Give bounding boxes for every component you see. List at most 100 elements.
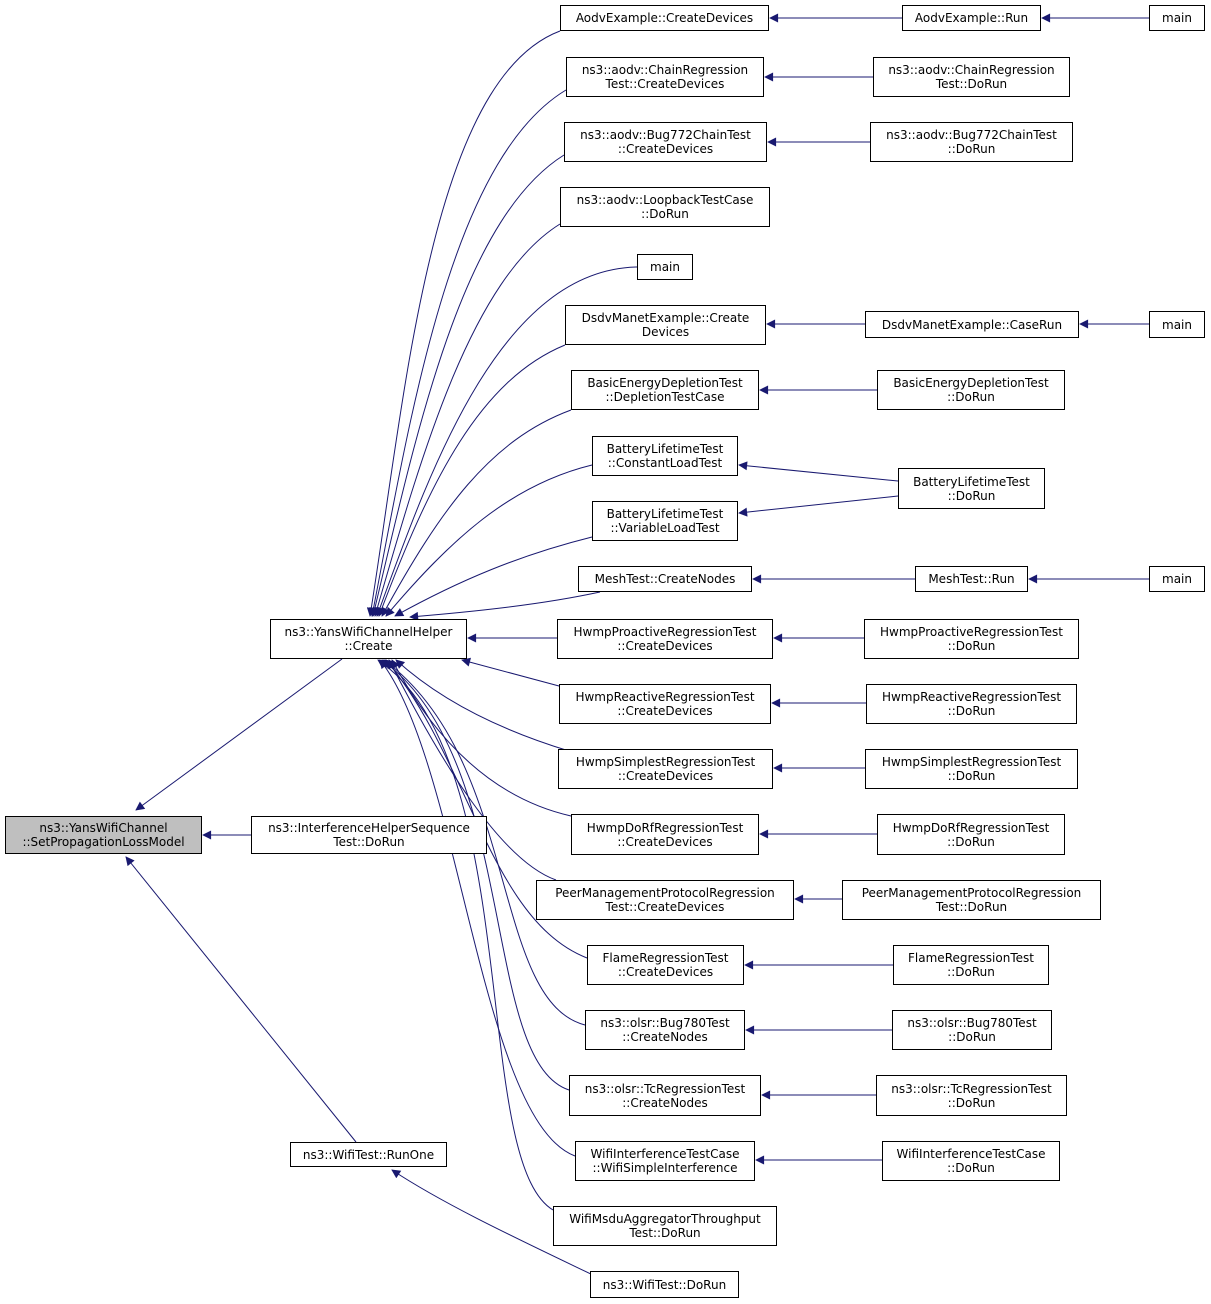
node-label-line: ::CreateDevices [617,769,714,783]
node-label-line: HwmpSimplestRegressionTest [575,755,756,769]
node-aodv-main[interactable]: main [1149,5,1205,31]
node-dsdv-caserun[interactable]: DsdvManetExample::CaseRun [865,311,1079,338]
node-battery-constant[interactable]: BatteryLifetimeTest::ConstantLoadTest [592,436,738,476]
node-label-line: ::DoRun [947,1095,996,1110]
node-label-line: Test::CreateDevices [605,900,725,914]
node-flame-cd[interactable]: FlameRegressionTest::CreateDevices [587,945,744,985]
node-label-line: Test::CreateDevices [605,77,725,91]
node-label-line: Devices [641,325,690,339]
node-hwmp-dorf-cd[interactable]: HwmpDoRfRegressionTest::CreateDevices [571,814,759,855]
edge-battery-dorun-to-constant [738,461,899,482]
node-hwmp-dorf-dr[interactable]: HwmpDoRfRegressionTest::DoRun [877,814,1065,855]
node-mesh-createnodes[interactable]: MeshTest::CreateNodes [578,566,752,592]
node-label-line: FlameRegressionTest [908,951,1034,965]
node-label-line: BatteryLifetimeTest [606,442,724,456]
node-label-line: HwmpReactiveRegressionTest [881,690,1062,704]
edge-helper-to-root [135,658,343,811]
node-label-line: main [1162,572,1192,586]
node-battery-variable[interactable]: BatteryLifetimeTest::VariableLoadTest [592,501,738,541]
node-label-line: HwmpProactiveRegressionTest [880,625,1063,639]
edge-battery-constant-to-helper [385,464,593,617]
node-hwmp-simplest-cd[interactable]: HwmpSimplestRegressionTest::CreateDevice… [558,749,773,789]
node-label-line: Test::DoRun [935,77,1008,91]
node-olsr-tc-cn[interactable]: ns3::olsr::TcRegressionTest::CreateNodes [569,1075,761,1116]
node-hwmp-simplest-dr[interactable]: HwmpSimplestRegressionTest::DoRun [865,749,1078,789]
node-wifitest-dorun[interactable]: ns3::WifiTest::DoRun [590,1271,739,1298]
node-label-line: ns3::olsr::TcRegressionTest [891,1081,1052,1096]
node-label-line: PeerManagementProtocolRegression [861,886,1082,900]
node-olsr-bug780-cn[interactable]: ns3::olsr::Bug780Test::CreateNodes [585,1010,745,1050]
node-wifi-interf-dorun[interactable]: WifiInterferenceTestCase::DoRun [882,1141,1060,1181]
node-label-line: ::DoRun [947,639,996,653]
node-energy-dorun[interactable]: BasicEnergyDepletionTest::DoRun [877,370,1065,410]
node-label-line: ::CreateDevices [617,834,713,849]
edge-bug772-cd-to-helper [370,154,565,617]
node-battery-dorun[interactable]: BatteryLifetimeTest::DoRun [898,468,1045,509]
node-energy-depletion[interactable]: BasicEnergyDepletionTest::DepletionTestC… [571,370,759,410]
node-label-line: HwmpSimplestRegressionTest [881,755,1062,769]
node-bug772-dorun[interactable]: ns3::aodv::Bug772ChainTest::DoRun [870,122,1073,162]
node-label-line: BasicEnergyDepletionTest [587,376,743,390]
node-label-line: ::DoRun [947,390,995,404]
node-label-line: ::CreateDevices [617,639,713,653]
node-label-line: ::DoRun [641,207,689,221]
node-label-line: PeerManagementProtocolRegression [555,886,775,900]
node-olsr-tc-dr[interactable]: ns3::olsr::TcRegressionTest::DoRun [876,1075,1067,1116]
node-mesh-main[interactable]: main [1149,566,1205,592]
node-loopback-dorun[interactable]: ns3::aodv::LoopbackTestCase::DoRun [560,187,770,227]
node-flame-dr[interactable]: FlameRegressionTest::DoRun [893,945,1049,985]
node-hwmp-reactive-cd[interactable]: HwmpReactiveRegressionTest::CreateDevice… [559,684,771,724]
node-bug772-createdevices[interactable]: ns3::aodv::Bug772ChainTest::CreateDevice… [564,122,767,162]
node-wifitest-runone[interactable]: ns3::WifiTest::RunOne [290,1142,447,1167]
edge-energy-to-helper [381,409,572,617]
edge-battery-variable-to-helper [394,536,593,617]
node-label-line: BatteryLifetimeTest [913,474,1030,489]
edge-dsdv-cd-to-helper [377,344,566,617]
node-yans-helper-create[interactable]: ns3::YansWifiChannelHelper::Create [270,619,467,659]
node-label-line: main [1162,317,1192,332]
node-label-line: MeshTest::Run [928,572,1015,586]
node-dsdv-main[interactable]: main [1149,311,1205,338]
node-aodv-run[interactable]: AodvExample::Run [902,5,1041,31]
node-label-line: DsdvManetExample::CaseRun [881,317,1063,332]
node-label-line: ns3::aodv::ChainRegression [888,63,1055,77]
node-label-line: DsdvManetExample::Create [581,311,750,325]
node-hwmp-reactive-dr[interactable]: HwmpReactiveRegressionTest::DoRun [866,684,1077,724]
node-hwmp-proactive-dr[interactable]: HwmpProactiveRegressionTest::DoRun [864,619,1079,659]
node-label-line: ::DoRun [947,769,996,783]
node-label-line: ns3::YansWifiChannelHelper [284,625,453,639]
node-label-line: FlameRegressionTest [602,951,729,965]
edge-hwmp-dorf-to-helper [391,659,572,817]
node-olsr-bug780-dr[interactable]: ns3::olsr::Bug780Test::DoRun [892,1010,1052,1050]
node-label-line: WifiInterferenceTestCase [896,1147,1046,1161]
node-label-line: ns3::aodv::LoopbackTestCase [576,193,754,207]
node-main-direct[interactable]: main [637,254,693,280]
edge-wifitest-dorun-to-runone [391,1169,596,1277]
edge-chain-cd-to-helper [369,89,567,617]
node-label-line: ::DoRun [948,1030,996,1044]
node-label-line: ns3::olsr::Bug780Test [600,1016,730,1030]
node-label-line: main [1162,11,1192,25]
node-label-line: MeshTest::CreateNodes [594,572,736,586]
node-root: ns3::YansWifiChannel::SetPropagationLoss… [5,816,202,854]
edge-msdu-to-helper [377,659,554,1211]
node-label-line: Test::DoRun [629,1226,701,1240]
node-aodv-createdevices[interactable]: AodvExample::CreateDevices [560,5,769,31]
node-hwmp-proactive-cd[interactable]: HwmpProactiveRegressionTest::CreateDevic… [557,619,773,659]
node-label-line: ::WifiSimpleInterference [592,1161,738,1175]
node-label-line: ::DoRun [947,834,995,849]
node-label-line: ::Create [344,639,393,653]
node-wifi-interf-simple[interactable]: WifiInterferenceTestCase::WifiSimpleInte… [575,1141,755,1181]
edge-olsr-bug780-to-helper [383,659,586,1026]
node-mesh-run[interactable]: MeshTest::Run [915,566,1028,592]
node-label-line: ::ConstantLoadTest [607,456,723,470]
